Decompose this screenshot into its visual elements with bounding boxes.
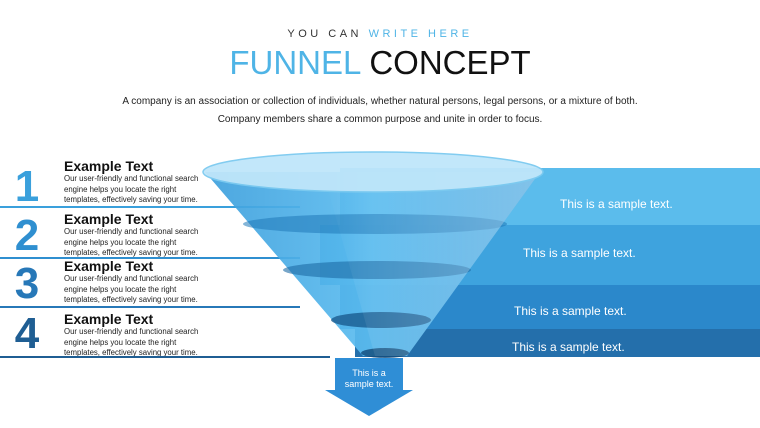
band-text-1: This is a sample text.: [560, 197, 673, 211]
divider-3: [0, 306, 300, 308]
page-title: FUNNEL CONCEPT: [0, 44, 760, 82]
arrow-down-icon: [325, 358, 413, 416]
item-body-1: Our user-friendly and functional search …: [64, 174, 199, 204]
divider-4: [0, 356, 330, 358]
description: A company is an association or collectio…: [122, 96, 638, 125]
divider-2: [0, 257, 300, 259]
item-title-1: Example Text: [64, 158, 154, 174]
item-number-2: 2: [14, 211, 40, 260]
band-text-4: This is a sample text.: [512, 340, 625, 354]
item-number-4: 4: [14, 309, 40, 358]
band-text-3: This is a sample text.: [514, 304, 627, 318]
item-body-3: Our user-friendly and functional search …: [64, 274, 199, 304]
item-title-4: Example Text: [64, 311, 154, 327]
item-body-4: Our user-friendly and functional search …: [64, 327, 199, 356]
kicker-plain: YOU CAN: [287, 28, 362, 40]
band-text-2: This is a sample text.: [523, 246, 636, 260]
item-number-1: 1: [14, 162, 40, 211]
item-body-2: Our user-friendly and functional search …: [64, 227, 199, 257]
item-number-3: 3: [14, 259, 40, 308]
title-plain: CONCEPT: [369, 44, 531, 81]
item-title-2: Example Text: [64, 211, 154, 227]
arrow-text: This is a sample text.: [344, 368, 394, 389]
kicker-accent: WRITE HERE: [368, 28, 473, 40]
funnel-graphic: [202, 151, 544, 416]
title-accent: FUNNEL: [229, 44, 361, 81]
funnel-rim: [202, 151, 544, 193]
funnel-sheen: [323, 172, 540, 356]
item-title-3: Example Text: [64, 258, 154, 274]
kicker: YOU CAN WRITE HERE: [0, 28, 760, 40]
divider-1: [0, 206, 300, 208]
